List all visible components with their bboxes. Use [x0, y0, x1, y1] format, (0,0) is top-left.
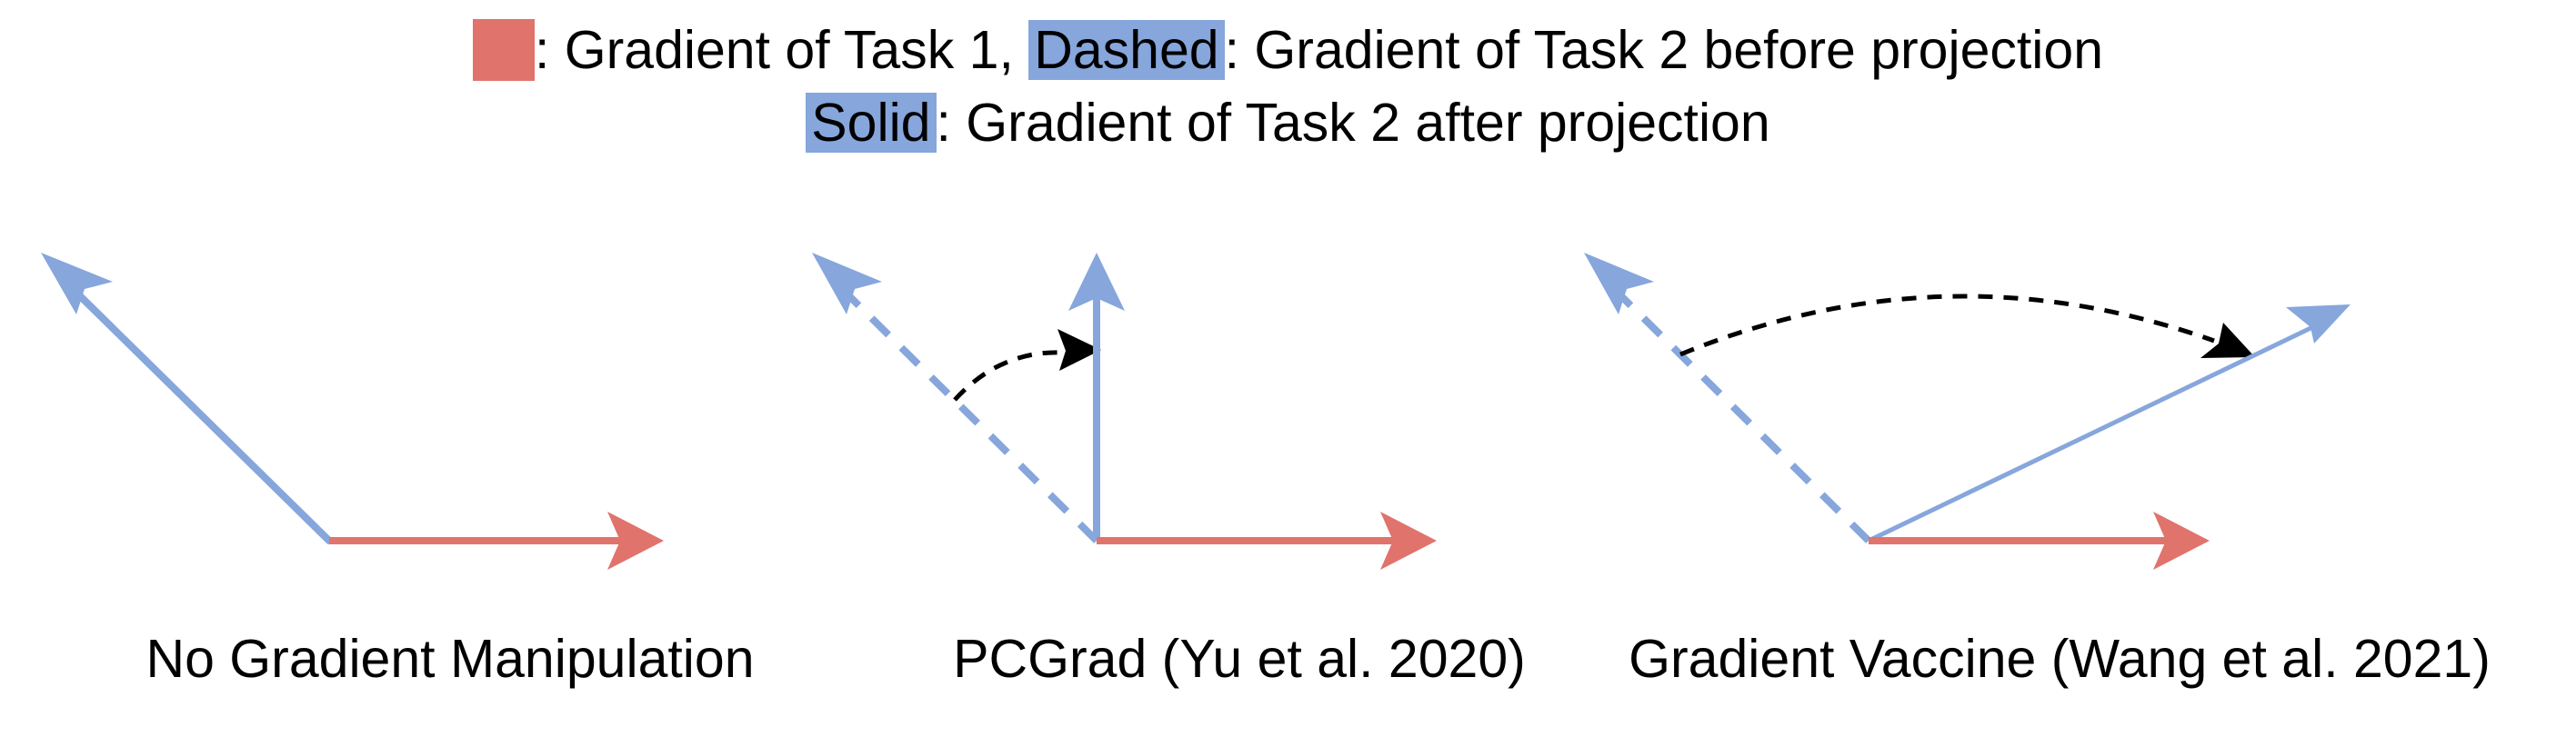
task2-after-projection-arrowhead [1068, 253, 1125, 311]
task2-before-projection-arrowhead [812, 253, 882, 314]
task1-gradient-arrowhead [1380, 512, 1437, 570]
panel-pcgrad [812, 253, 1437, 570]
task2-gradient-arrowhead [41, 253, 113, 314]
legend-task1-label: : Gradient of Task 1, [534, 20, 1029, 80]
projection-arc [953, 350, 1065, 402]
task2-after-projection-arrowhead [2286, 304, 2350, 344]
legend-line-2: Solid: Gradient of Task 2 after projecti… [0, 91, 2576, 154]
legend-line-1: : Gradient of Task 1, Dashed: Gradient o… [0, 18, 2576, 82]
task1-gradient-arrowhead [607, 512, 664, 570]
task2-before-projection-dashed-shaft [832, 279, 1099, 543]
legend-dashed-description: : Gradient of Task 2 before projection [1224, 20, 2104, 80]
task2-before-projection-dashed-shaft [1604, 279, 1871, 543]
panel-gradient-vaccine [1584, 253, 2350, 570]
task2-gradient-arrow-shaft [62, 278, 333, 544]
panel-1-caption: No Gradient Manipulation [145, 629, 755, 689]
panel-no-manipulation [41, 253, 664, 570]
legend-solid-highlight: Solid [806, 93, 937, 153]
task2-before-projection-arrowhead [1584, 253, 1654, 314]
vaccine-arc-arrowhead [2200, 323, 2255, 358]
legend-dashed-highlight: Dashed [1028, 20, 1225, 80]
task1-gradient-arrowhead [2153, 512, 2210, 570]
task2-after-projection-arrow-shaft [1867, 317, 2330, 543]
task1-color-swatch [472, 19, 535, 81]
panel-2-caption: PCGrad (Yu et al. 2020) [953, 629, 1526, 689]
panel-3-caption: Gradient Vaccine (Wang et al. 2021) [1629, 629, 2491, 689]
projection-arc-arrowhead [1057, 329, 1101, 371]
vaccine-arc [1679, 294, 2215, 357]
legend-solid-description: : Gradient of Task 2 after projection [936, 93, 1770, 153]
